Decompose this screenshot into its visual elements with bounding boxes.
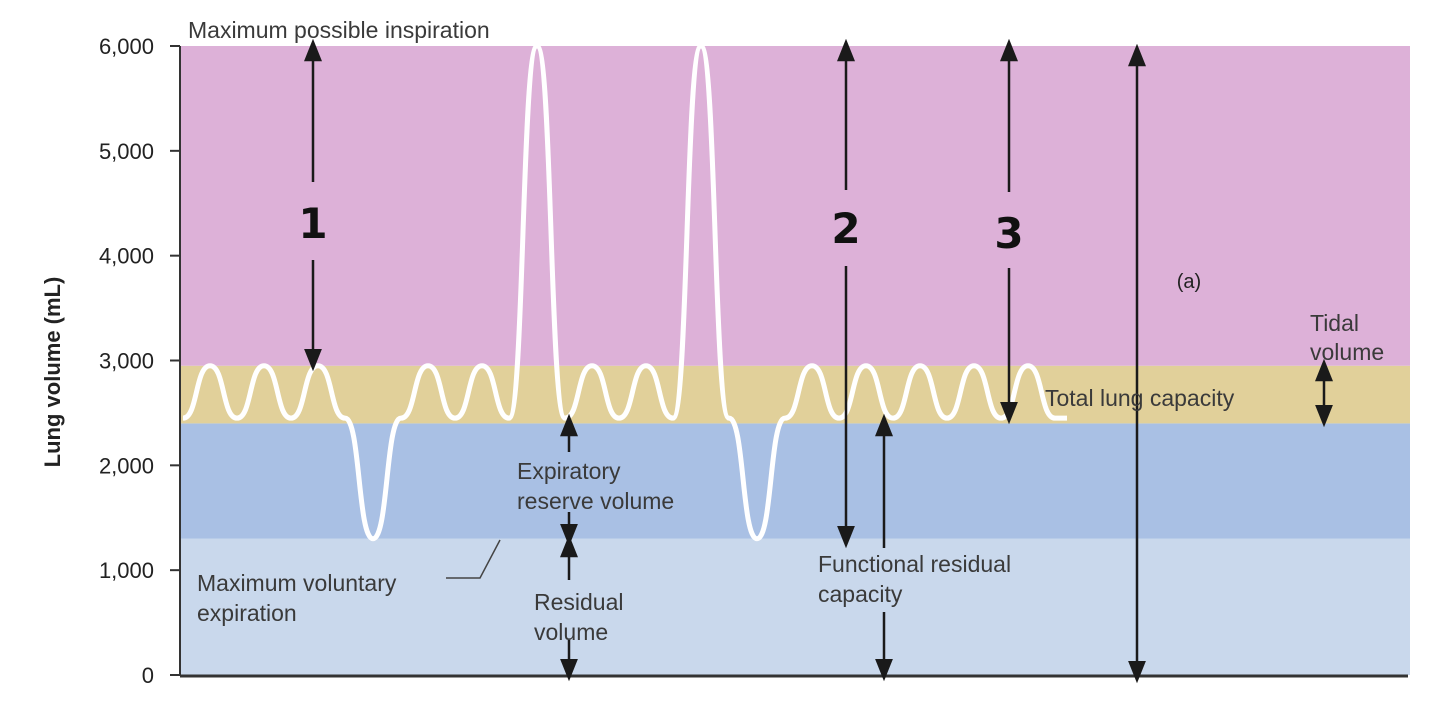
rv-label-2: volume <box>534 619 608 645</box>
y-tick-label: 5,000 <box>99 139 154 164</box>
frc-label-2: capacity <box>818 581 903 607</box>
y-tick-label: 3,000 <box>99 349 154 374</box>
band-2 <box>180 365 1410 424</box>
rv-label-1: Residual <box>534 589 624 615</box>
y-axis-label: Lung volume (mL) <box>40 277 65 468</box>
volume-bands <box>180 46 1410 675</box>
annotation-arrows <box>304 38 1333 684</box>
label-a: (a) <box>1177 271 1201 293</box>
band-3 <box>180 46 1410 366</box>
tidal-label-1: Tidal <box>1310 310 1359 336</box>
erv-label-2: reserve volume <box>517 488 674 514</box>
y-ticks: 6,000 5,000 4,000 3,000 2,000 1,000 0 <box>99 34 180 688</box>
y-tick-label: 2,000 <box>99 453 154 478</box>
tidal-label-2: volume <box>1310 339 1384 365</box>
tlc-label: Total lung capacity <box>1045 385 1235 411</box>
max-expiration-label-1: Maximum voluntary <box>197 570 397 596</box>
y-tick-label: 4,000 <box>99 244 154 269</box>
number-2: 2 <box>831 204 860 253</box>
number-1: 1 <box>298 199 327 248</box>
max-expiration-label-2: expiration <box>197 600 297 626</box>
y-tick-label: 0 <box>142 663 154 688</box>
erv-label-1: Expiratory <box>517 458 621 484</box>
band-0 <box>180 538 1410 675</box>
y-tick-label: 6,000 <box>99 34 154 59</box>
y-tick-label: 1,000 <box>99 558 154 583</box>
leader-line-max-expiration <box>446 539 501 579</box>
max-inspiration-label: Maximum possible inspiration <box>188 17 490 43</box>
number-3: 3 <box>994 209 1023 258</box>
frc-label-1: Functional residual <box>818 551 1011 577</box>
